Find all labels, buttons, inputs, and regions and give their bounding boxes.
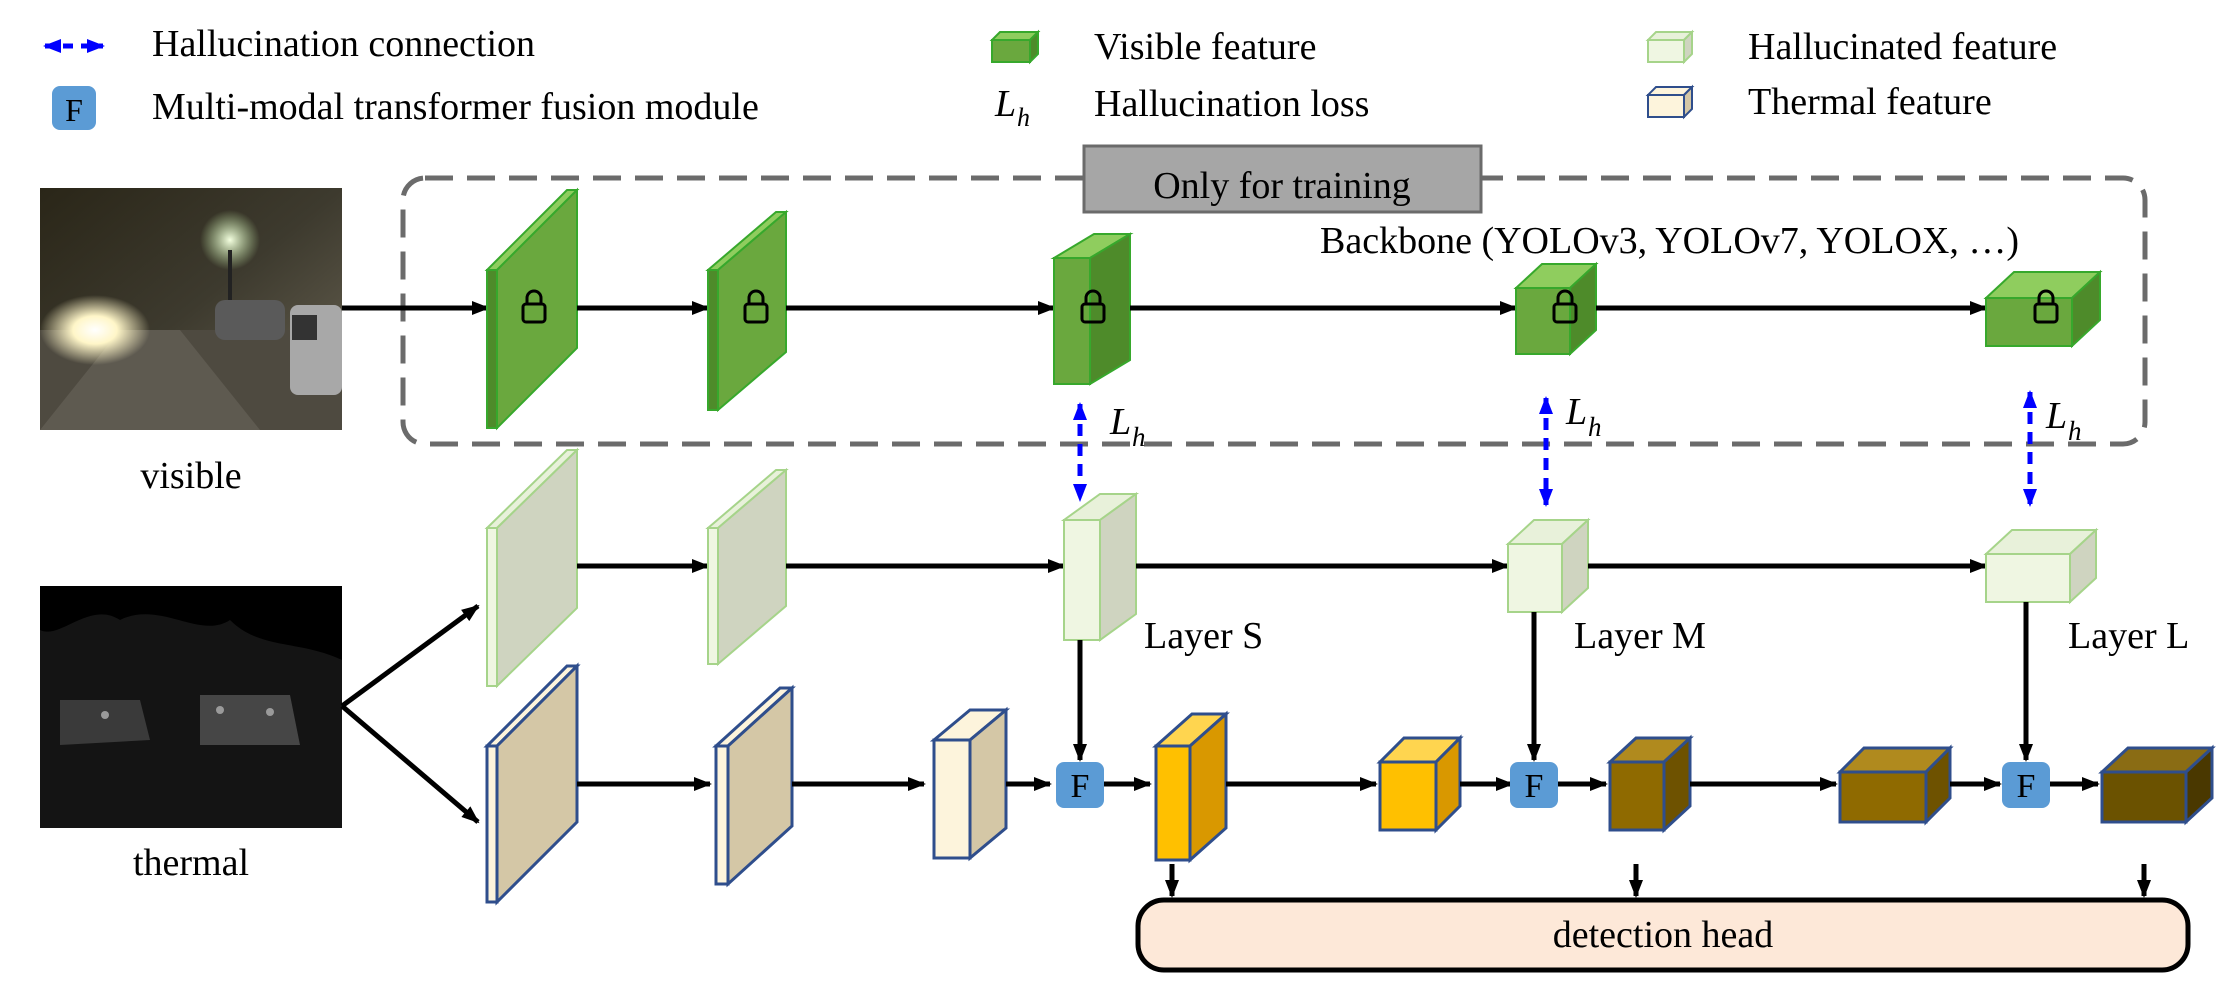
lock-icon	[743, 289, 769, 324]
visible-feature-block-4	[1513, 261, 1599, 357]
svg-text:F: F	[65, 92, 83, 128]
hallucinated-feature-block-5	[1983, 527, 2099, 605]
detection-head-box	[1135, 897, 2191, 973]
thermal-caption: thermal	[133, 842, 249, 884]
fusion-module-m: F	[1510, 762, 1558, 808]
legend-hallucination-loss: Hallucination loss	[1094, 83, 1369, 125]
fused-feature-block-m	[1606, 734, 1694, 834]
svg-text:h: h	[2068, 416, 2082, 446]
layer-l-label: Layer L	[2068, 615, 2189, 657]
legend-visible-feature: Visible feature	[1094, 26, 1316, 68]
loss-label-l: L h	[2045, 395, 2082, 446]
thermal-feature-block-2	[712, 684, 796, 888]
svg-text:F: F	[1071, 768, 1090, 805]
thermal-input-image	[40, 586, 342, 828]
visible-caption: visible	[140, 455, 241, 497]
lock-icon	[1552, 289, 1578, 324]
svg-text:L: L	[994, 83, 1016, 125]
training-only-label: Only for training	[1153, 165, 1411, 207]
backbone-label: Backbone (YOLOv3, YOLOv7, YOLOX, …)	[1320, 220, 2019, 262]
legend-thermal-feature-icon	[1645, 84, 1695, 120]
legend-fusion-icon: F	[52, 86, 96, 130]
svg-text:h: h	[1132, 422, 1146, 452]
legend-thermal-feature: Thermal feature	[1748, 81, 1992, 123]
layer-m-label: Layer M	[1574, 615, 1706, 657]
svg-text:F: F	[2017, 768, 2036, 805]
legend-hallucinated-feature: Hallucinated feature	[1748, 26, 2057, 68]
training-only-badge	[1082, 144, 1483, 214]
legend-hallucinated-feature-icon	[1645, 29, 1695, 65]
visible-input-image	[40, 188, 342, 430]
fused-feature-block-l	[2098, 744, 2216, 826]
legend-loss-symbol: L h	[994, 83, 1030, 132]
thermal-feature-block-4	[1376, 734, 1464, 834]
thermal-branch-row: F F	[483, 602, 2216, 906]
thermal-feature-block-5	[1836, 744, 1954, 826]
svg-text:L: L	[2045, 395, 2067, 437]
loss-label-s: L h	[1109, 401, 1146, 452]
hallucinated-feature-block-1	[484, 447, 580, 689]
legend-hallucination-connection: Hallucination connection	[152, 23, 535, 65]
hallucination-connections: L h L h L h	[1073, 390, 2082, 507]
loss-label-m: L h	[1565, 391, 1602, 442]
svg-text:h: h	[1017, 103, 1030, 132]
detection-head-group: detection head	[1135, 864, 2191, 973]
visible-feature-block-5	[1983, 269, 2103, 349]
training-only-region	[400, 175, 2148, 447]
thermal-to-hallucination-arrow	[340, 603, 480, 709]
fused-feature-block-s	[1152, 710, 1230, 864]
thermal-feature-block-1	[483, 662, 581, 906]
hallucinated-feature-block-2	[705, 467, 789, 667]
fusion-module-s: F	[1056, 762, 1104, 808]
legend: Hallucination connection F Multi-modal t…	[43, 23, 2057, 132]
svg-text:F: F	[1525, 768, 1544, 805]
hallucinated-feature-block-4	[1505, 517, 1591, 615]
detection-head-label: detection head	[1553, 914, 1774, 956]
visible-feature-block-2	[705, 209, 789, 413]
visible-feature-block-1	[484, 187, 580, 431]
hallucinated-feature-block-3	[1060, 492, 1140, 642]
fusion-module-l: F	[2002, 762, 2050, 808]
legend-visible-feature-icon	[989, 29, 1041, 65]
layer-s-label: Layer S	[1144, 615, 1263, 657]
legend-fusion-module: Multi-modal transformer fusion module	[152, 86, 759, 128]
svg-text:h: h	[1588, 412, 1602, 442]
lock-icon	[521, 289, 547, 324]
lock-icon	[2033, 289, 2059, 324]
svg-text:L: L	[1565, 391, 1587, 433]
thermal-to-thermal-arrow	[340, 704, 480, 824]
lock-icon	[1080, 289, 1106, 324]
svg-text:L: L	[1109, 401, 1131, 443]
thermal-feature-block-3	[929, 706, 1011, 862]
visible-feature-block-3	[1050, 232, 1134, 386]
visible-backbone-row	[342, 187, 2103, 431]
hallucination-branch-row: Layer S Layer M Layer L	[484, 447, 2189, 689]
